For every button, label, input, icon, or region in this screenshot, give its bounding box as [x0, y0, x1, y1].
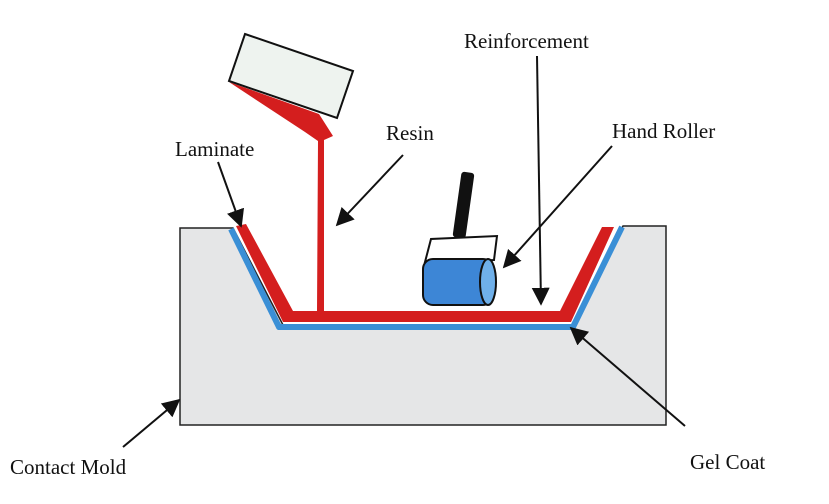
laminate-arrow [217, 161, 244, 228]
resin-pour-stream [229, 82, 333, 311]
contact-mold-label: Contact Mold [10, 455, 127, 479]
resin-container-icon [227, 32, 355, 120]
roller-drum-end [479, 258, 497, 306]
reinforcement-label: Reinforcement [464, 29, 589, 53]
laminate-label: Laminate [175, 137, 254, 161]
gel-coat-layer [228, 225, 625, 330]
resin-arrow [335, 154, 404, 227]
hand-roller-arrow [502, 145, 613, 269]
contact-mold-arrow [122, 398, 181, 448]
gel-coat-label: Gel Coat [690, 450, 765, 474]
resin-label: Resin [386, 121, 434, 145]
reinforcement-arrow [531, 55, 550, 306]
gel-coat-arrow [569, 326, 686, 427]
roller-handle [452, 171, 475, 239]
hand-roller-label: Hand Roller [612, 119, 715, 143]
hand-roller-icon [422, 171, 499, 306]
